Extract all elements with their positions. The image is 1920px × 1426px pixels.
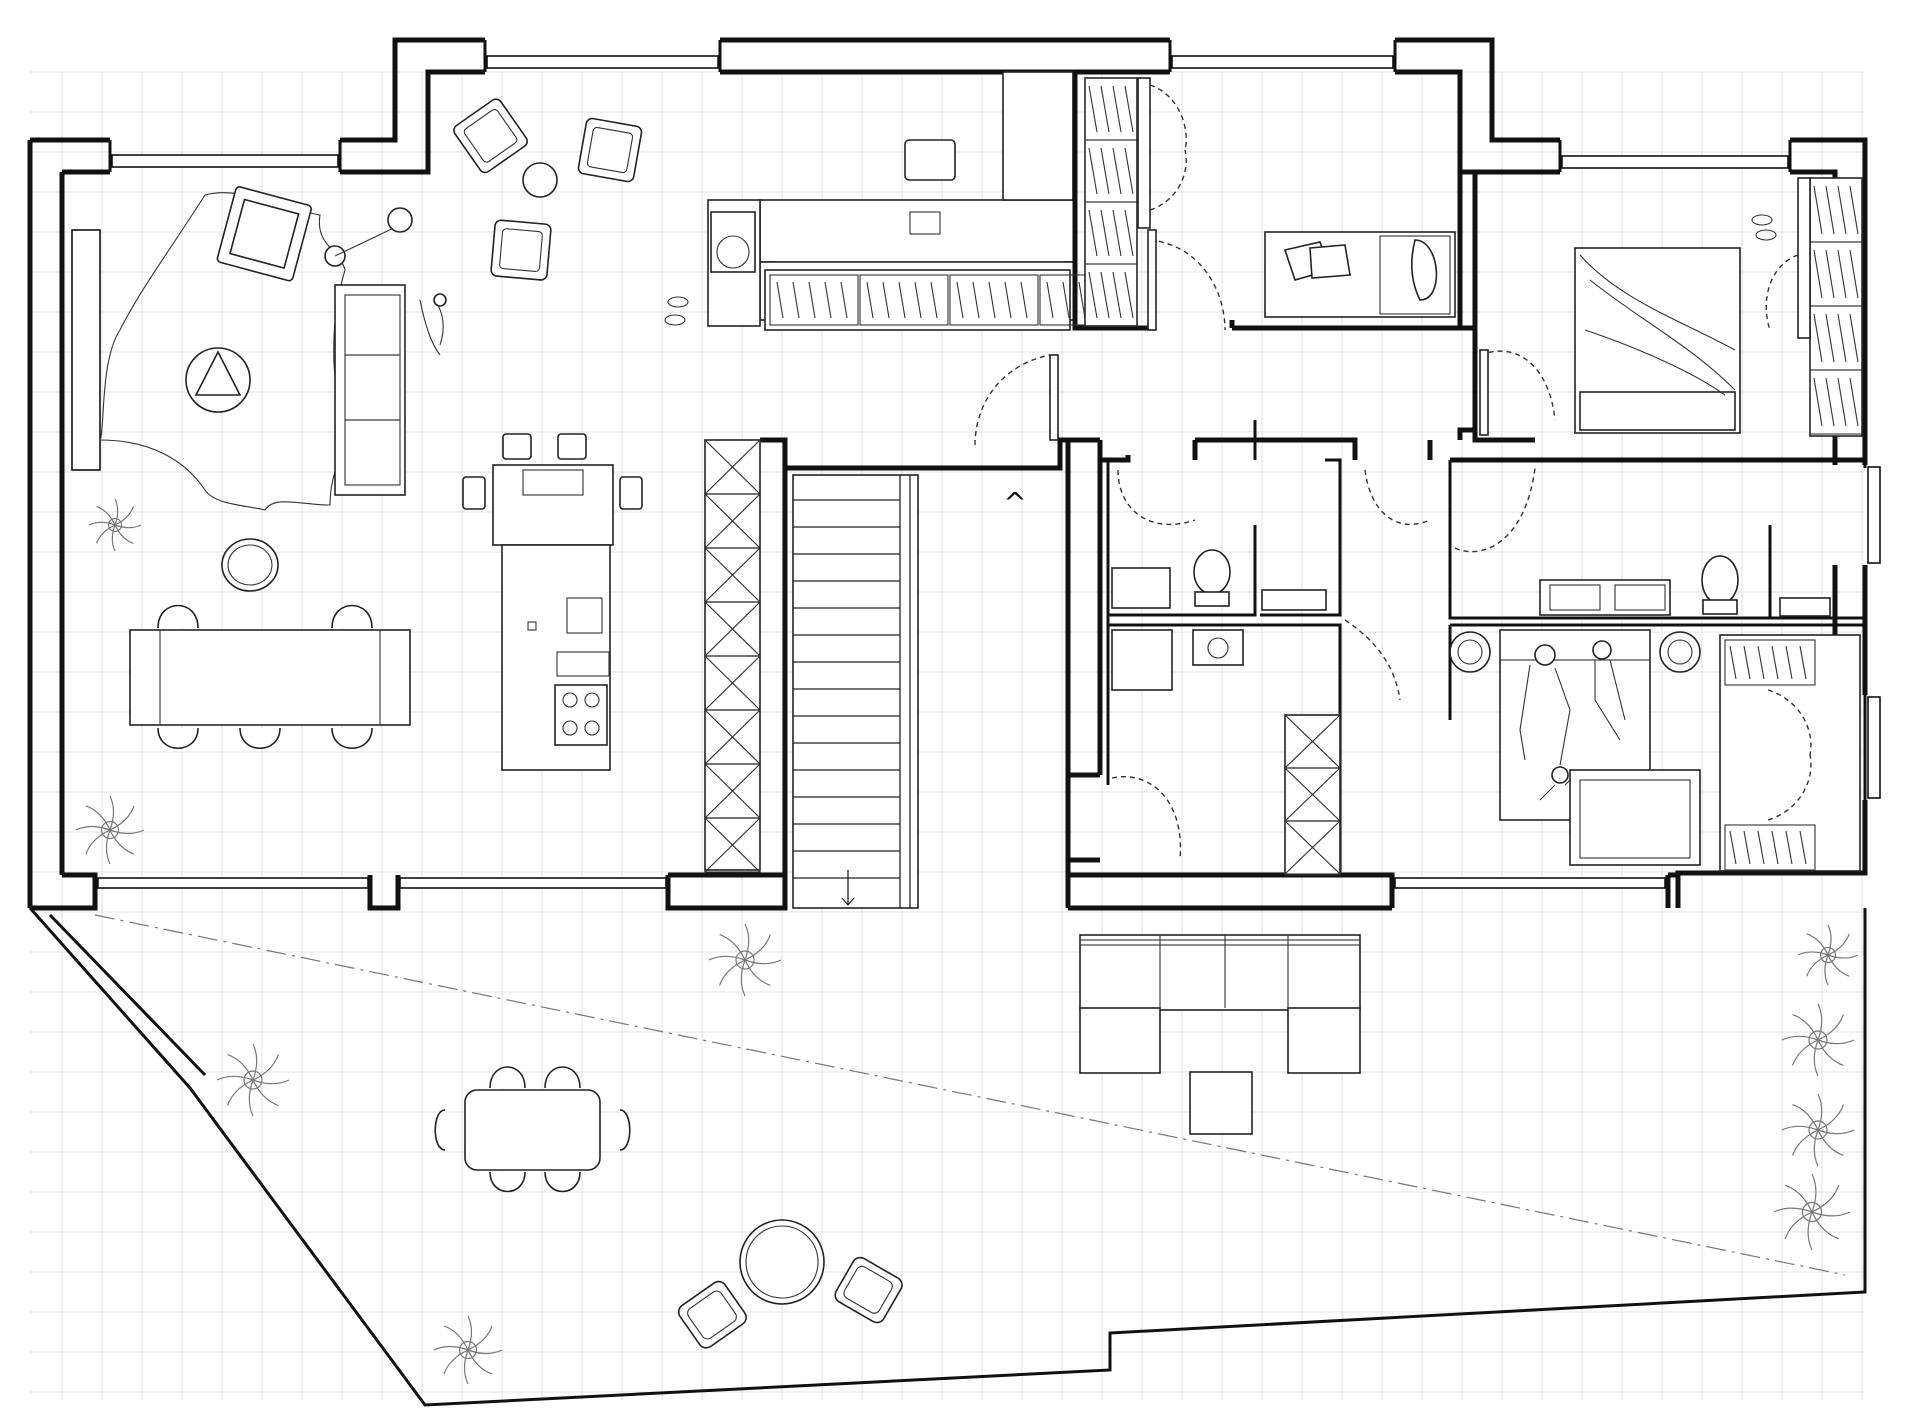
windows [71,55,1881,889]
kitchen-counter [664,139,1129,331]
rug [99,192,346,511]
chevron-up-icon: ^ [1003,486,1026,519]
exterior-walls [27,37,1868,911]
person-icon [1519,640,1626,801]
bedroom-2-furniture [1479,177,1863,437]
sofa-icon [1079,934,1361,1135]
dog-figure [419,293,447,356]
bed-icon [1574,247,1741,434]
wc-room [1111,469,1431,611]
plant-icon [75,498,1859,1385]
sofa-icon [334,284,406,496]
bedroom-1-furniture [1084,77,1456,331]
terrace [28,907,1867,1407]
laundry-cabinets [1284,714,1341,876]
bed-icon [1264,231,1456,318]
living-room-furniture [99,98,643,750]
master-bathroom [1454,467,1831,617]
staircase [792,474,919,909]
master-bedroom-furniture [1449,629,1861,872]
storage-cabinets [704,439,761,873]
armchair [216,186,312,282]
kitchen-island [462,433,643,771]
entrance-door[interactable] [974,354,1051,446]
stair-arrow: ^ [1003,486,1026,519]
table-icon [434,1066,631,1193]
dining-table [129,604,411,750]
bathroom [1111,619,1401,861]
